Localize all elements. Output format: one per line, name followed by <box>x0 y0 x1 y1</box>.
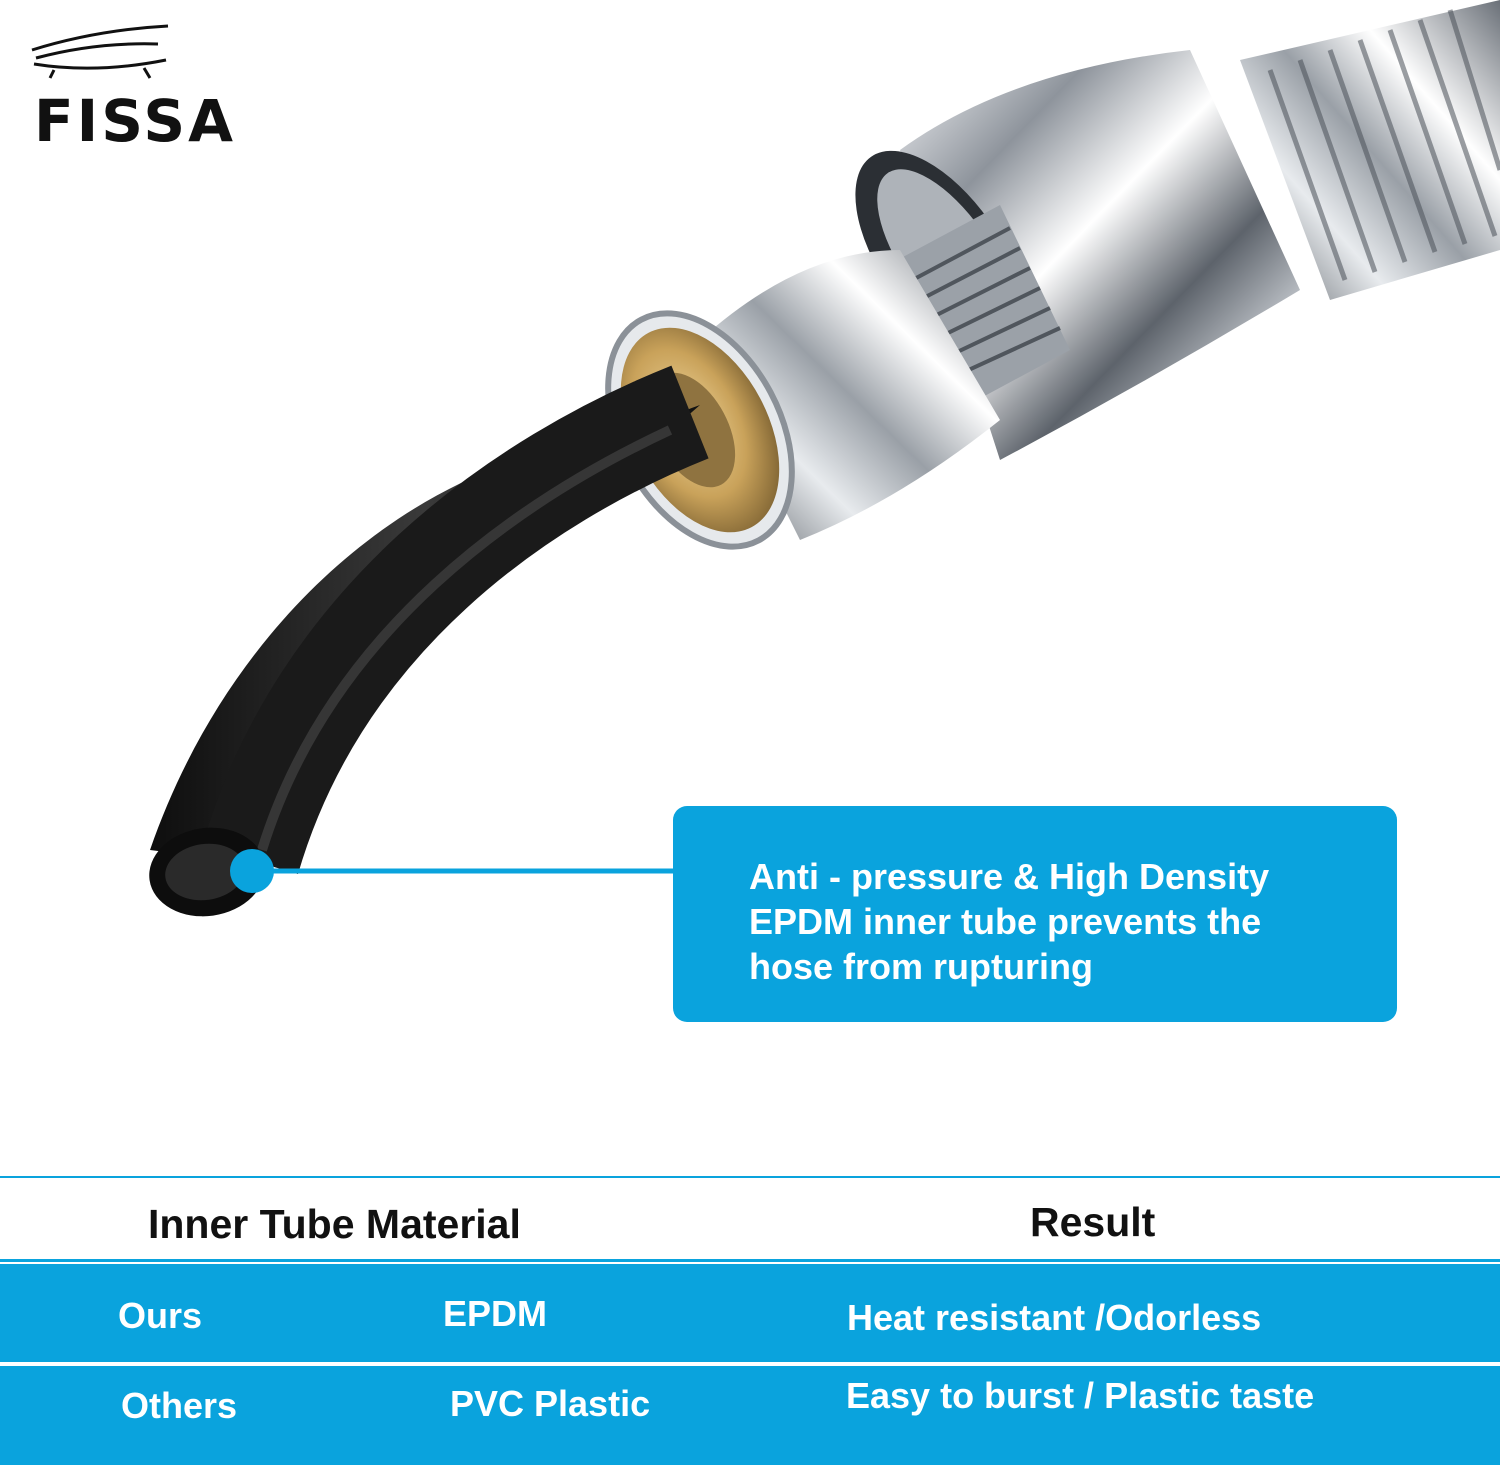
row-result: Easy to burst / Plastic taste <box>846 1375 1315 1416</box>
row-material: PVC Plastic <box>450 1383 651 1424</box>
table-row: Others PVC Plastic Easy to burst / Plast… <box>0 1366 1500 1465</box>
row-label: Ours <box>118 1295 203 1336</box>
callout-box: Anti - pressure & High Density EPDM inne… <box>673 806 1397 1022</box>
row-result: Heat resistant /Odorless <box>847 1297 1262 1338</box>
callout-pointer <box>230 849 676 893</box>
table-header-row: Inner Tube Material Result <box>0 1176 1500 1262</box>
brand-name: FISSA <box>34 87 237 155</box>
callout-text: Anti - pressure & High Density EPDM inne… <box>749 856 1270 987</box>
steel-hose <box>1240 0 1500 300</box>
comparison-table: Inner Tube Material Result Ours EPDM Hea… <box>0 1176 1500 1465</box>
row-label: Others <box>121 1385 238 1426</box>
table-row: Ours EPDM Heat resistant /Odorless <box>0 1264 1500 1362</box>
header-material: Inner Tube Material <box>148 1201 521 1247</box>
epdm-inner-tube <box>149 365 709 917</box>
row-material: EPDM <box>443 1293 548 1334</box>
brand-logo: FISSA <box>22 20 252 150</box>
callout-pointer-dot <box>230 849 274 893</box>
row-divider <box>0 1362 1500 1366</box>
bathtub-logo-icon <box>31 24 169 79</box>
header-result: Result <box>1030 1199 1156 1245</box>
